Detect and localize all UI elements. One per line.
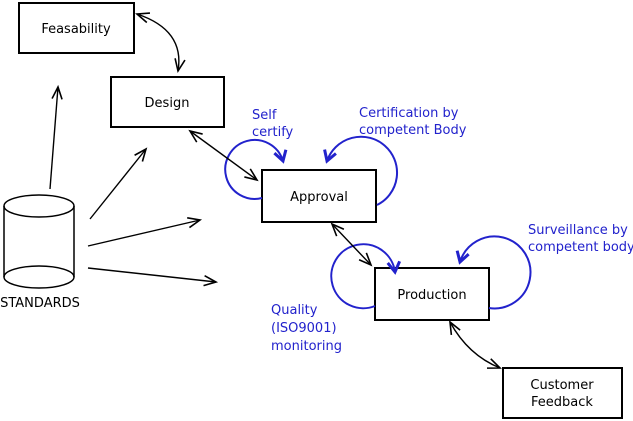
arrow-standards-to-production	[87, 267, 219, 287]
surveillance-label-line1: Surveillance by	[528, 223, 628, 238]
arrow-feasability-design	[135, 12, 186, 74]
production-box	[374, 267, 490, 321]
surveillance-label-line2: competent body	[528, 240, 633, 255]
arrow-standards-to-approval	[87, 217, 203, 247]
self-certify-label-line1: Self	[252, 108, 277, 123]
arrow-production-customer-feedback	[449, 320, 502, 369]
quality-label-line2: (ISO9001)	[271, 321, 337, 336]
customer-feedback-label-line2: Feedback	[531, 395, 593, 410]
design-box	[110, 76, 225, 128]
quality-label-line1: Quality	[271, 303, 318, 318]
design-label: Design	[145, 96, 190, 111]
certification-label-line1: Certification by	[359, 106, 459, 121]
surveillance-loop	[455, 235, 532, 310]
certification-label-line2: competent Body	[359, 123, 467, 138]
arrow-standards-to-feasability	[49, 84, 63, 190]
approval-label: Approval	[290, 190, 348, 205]
customer-feedback-label-line1: Customer	[530, 378, 594, 393]
certification-loop	[323, 135, 399, 206]
arrow-design-approval	[188, 129, 259, 182]
feasability-label: Feasability	[41, 22, 111, 37]
standards-cylinder-icon	[3, 194, 75, 289]
arrow-approval-production	[330, 222, 373, 267]
approval-box	[261, 169, 377, 223]
production-label: Production	[397, 288, 466, 303]
self-certify-label-line2: certify	[252, 125, 294, 140]
standards-label: STANDARDS	[0, 296, 80, 311]
customer-feedback-box	[502, 367, 623, 419]
arrow-standards-to-design	[89, 147, 148, 220]
quality-label-line3: monitoring	[271, 339, 342, 354]
feasability-box	[18, 2, 135, 54]
